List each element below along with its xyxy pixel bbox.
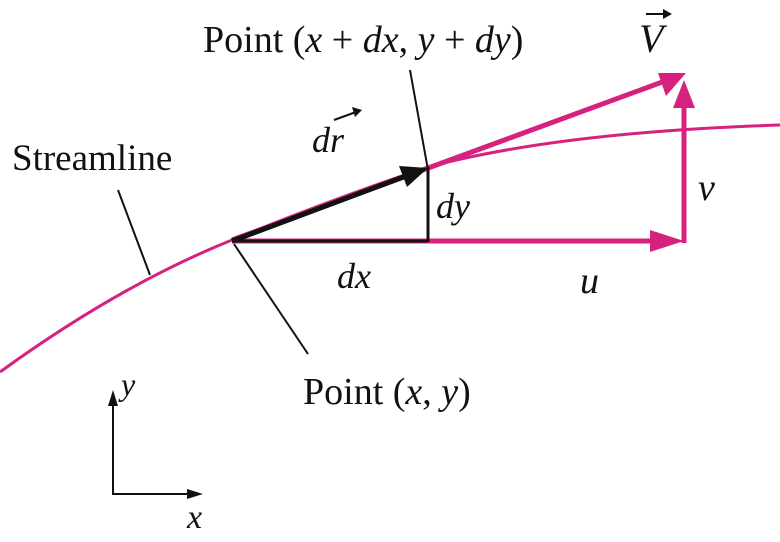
label-point-bottom: Point (x, y): [303, 371, 471, 413]
label-v: v: [698, 167, 715, 209]
axis-label-x: x: [186, 499, 202, 536]
label-dx: dx: [337, 256, 371, 296]
label-velocity: V: [639, 16, 668, 61]
y-axis-arrowhead: [108, 390, 118, 406]
velocity-overarrow-head: [663, 9, 672, 19]
leader-point-bottom: [233, 243, 309, 355]
dr-vector: [231, 173, 407, 244]
label-dy: dy: [436, 186, 470, 226]
leader-point-top: [409, 69, 429, 171]
v-arrowhead: [673, 80, 695, 108]
u-arrowhead: [650, 230, 684, 252]
label-streamline: Streamline: [12, 138, 172, 179]
label-point-top: Point (x + dx, y + dy): [203, 19, 523, 61]
dr-overarrow-line: [333, 111, 357, 121]
dr-arrowhead: [399, 166, 428, 187]
axis-label-y: y: [118, 366, 136, 402]
velocity-arrowhead: [658, 73, 686, 96]
leader-streamline: [117, 189, 151, 276]
dr-overarrow-head: [352, 107, 362, 117]
label-dr: dr: [312, 120, 345, 160]
x-axis-arrowhead: [187, 489, 203, 499]
label-u: u: [580, 260, 599, 302]
